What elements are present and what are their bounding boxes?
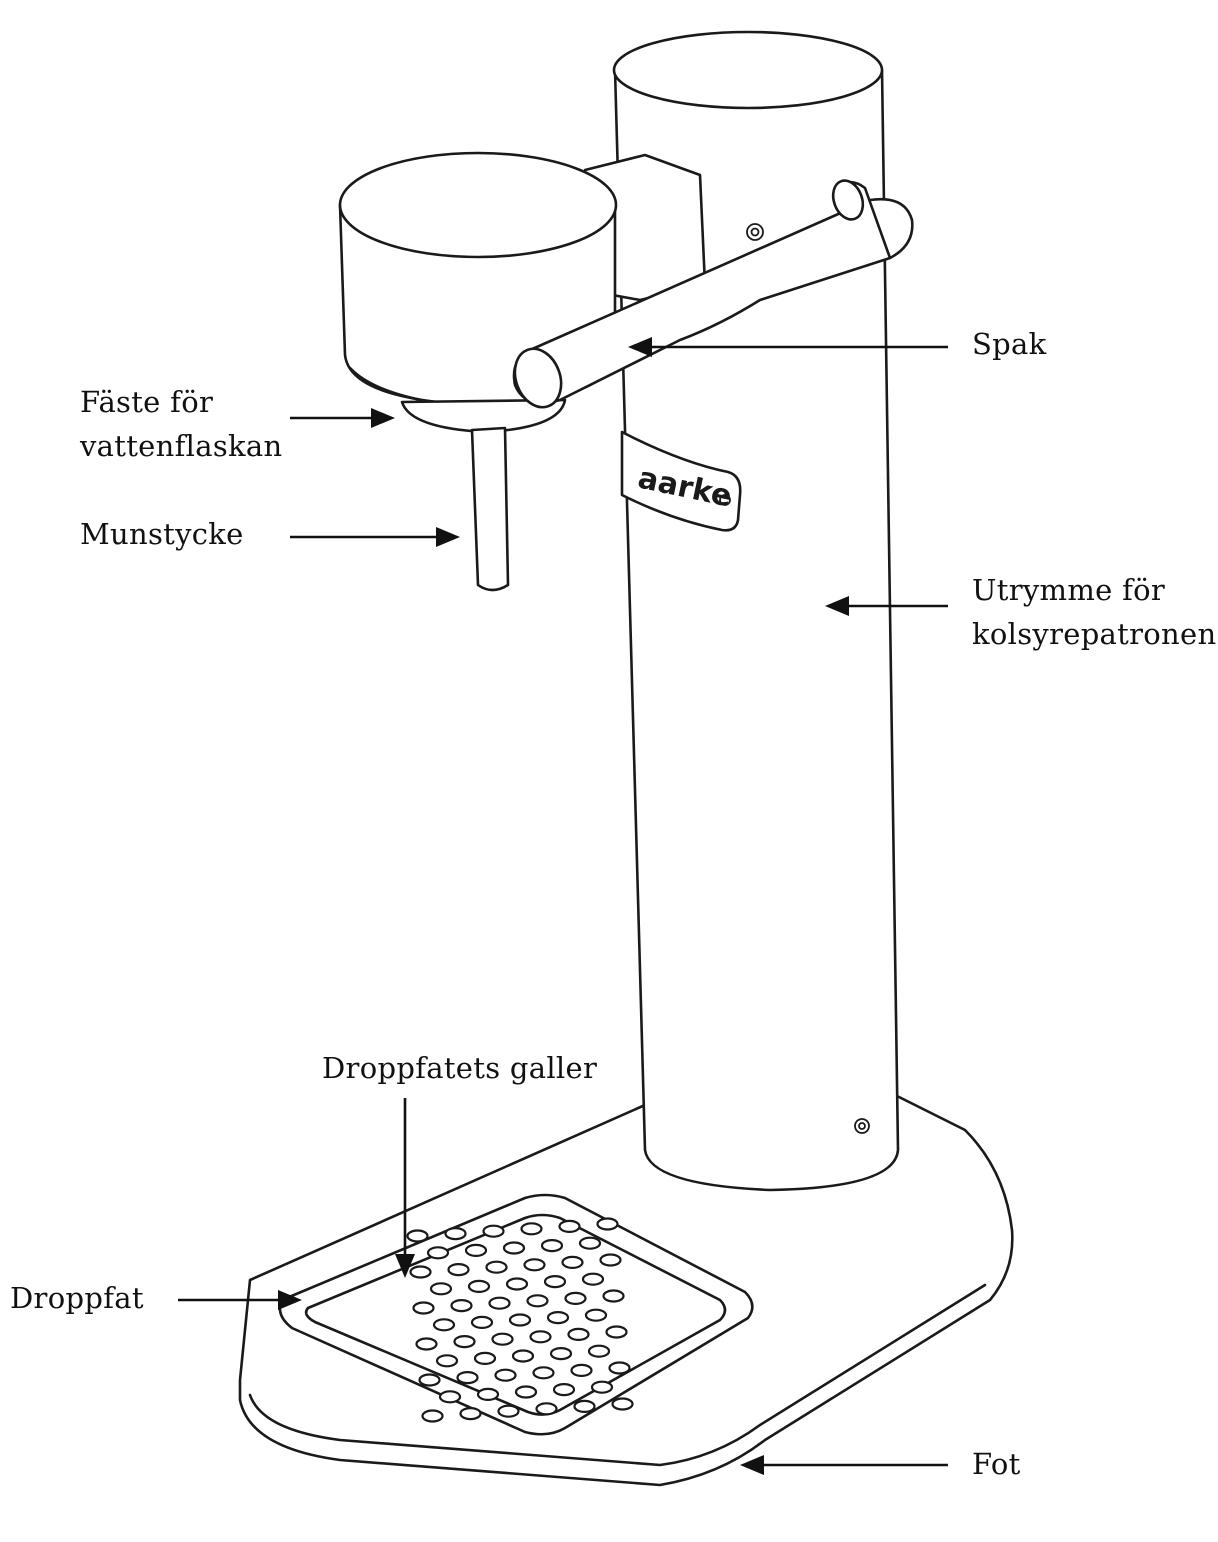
grate-hole [608,1361,631,1375]
label-droppfat: Droppfat [10,1281,144,1315]
grate-hole [543,1274,567,1289]
grate-hole [421,1409,444,1423]
grate-hole [447,1262,470,1277]
label-munstycke: Munstycke [80,517,244,551]
head-top [338,151,618,259]
grate-hole [432,1318,456,1332]
grate-hole [467,1279,491,1294]
grate-hole [552,1382,576,1397]
grate-hole [602,1289,625,1303]
column-screw-top [746,223,764,241]
grate-hole [494,1368,517,1382]
grate-hole [438,1390,462,1404]
grate-hole [444,1226,467,1241]
grate-hole [535,1402,558,1416]
grate-hole [532,1366,555,1380]
column-screw-bottom [854,1118,870,1134]
grate-hole [456,1370,479,1385]
grate-hole [526,1294,549,1308]
grate-hole [470,1315,494,1330]
label-spak: Spak [972,327,1047,361]
grate-hole [578,1236,602,1250]
column-top [612,30,884,110]
grate-hole [605,1325,628,1339]
column-body [613,68,900,1192]
grate-hole [412,1301,435,1315]
grate-hole [561,1255,584,1270]
grate-hole [491,1332,514,1346]
label-droppfatets-galler: Droppfatets galler [322,1051,598,1085]
grate-hole [459,1406,482,1421]
grate-hole [587,1344,611,1358]
grate-hole [502,1241,526,1255]
grate-hole [599,1253,622,1267]
grate-hole [540,1238,564,1253]
grate-hole [581,1272,605,1286]
grate-hole [485,1260,508,1274]
grate-hole [406,1229,429,1243]
grate-hole [473,1351,497,1366]
grate-hole [523,1258,546,1272]
grate-hole [596,1217,619,1231]
foot-rim [248,1283,987,1467]
grate-hole [611,1397,634,1411]
logo-plate: aarke [620,430,742,532]
grate-hole [435,1354,459,1368]
grate-hole [488,1296,511,1310]
grate-hole [520,1222,543,1236]
annotation-arrows [178,337,948,1475]
grate-hole [584,1308,608,1322]
grate-hole [508,1313,532,1327]
lever-handle-end [513,347,563,409]
grate-hole [497,1404,520,1418]
label-utrymme-for-kolsyrepatronen: Utrymme för kolsyrepatronen [972,573,1217,651]
drip-grate-holes [406,1217,634,1423]
grate-hole [546,1310,570,1325]
grate-hole [558,1219,581,1234]
grate-hole [418,1373,441,1387]
grate-hole [429,1282,453,1296]
grate-hole [511,1349,535,1363]
grate-hole [426,1246,450,1260]
grate-hole [549,1346,573,1361]
grate-hole [476,1387,500,1402]
column [612,30,900,1192]
grate-hole [529,1330,552,1344]
grate-hole [409,1265,432,1279]
grate-hole [564,1291,587,1306]
lever-arm [512,197,914,405]
grate-hole [505,1277,529,1291]
grate-hole [450,1298,473,1313]
grate-hole [590,1380,614,1394]
nozzle-tube [470,426,510,592]
nozzle [470,426,510,592]
grate-hole [453,1334,476,1349]
grate-hole [482,1224,505,1238]
grate-hole [570,1363,593,1378]
grate-hole [573,1399,596,1414]
label-fot: Fot [972,1447,1021,1481]
drip-tray-grate [304,1213,727,1416]
grate-hole [567,1327,590,1342]
grate-hole [514,1385,538,1399]
label-faste-for-vattenflaskan: Fäste för vattenflaskan [80,385,283,463]
lever [512,179,914,409]
grate-hole [415,1337,438,1351]
grate-hole [464,1243,488,1258]
